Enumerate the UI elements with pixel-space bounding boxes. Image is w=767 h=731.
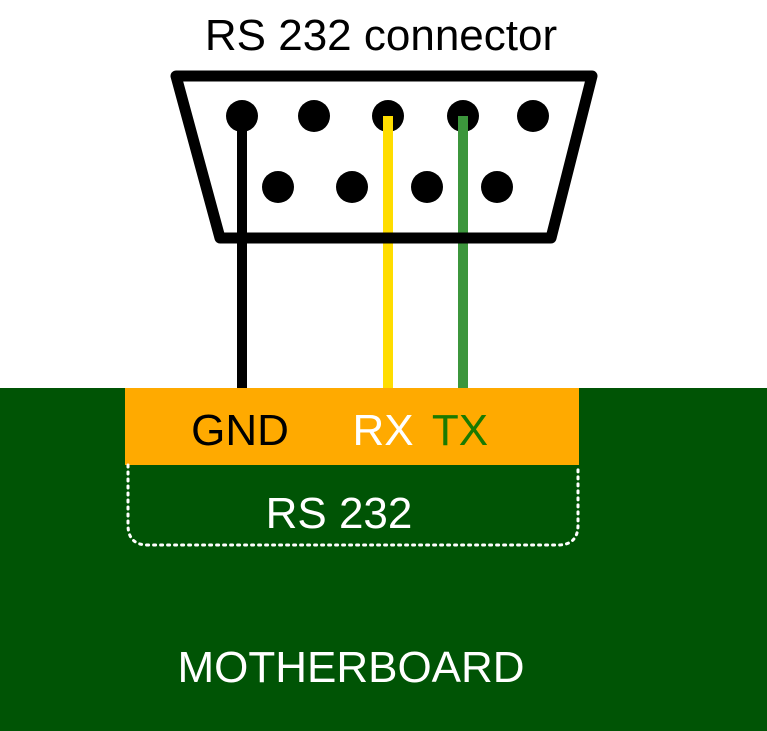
connector-pin [226,100,258,132]
connector-pin [517,100,549,132]
connector-pin [298,100,330,132]
rs232-header-name: RS 232 [266,489,413,538]
gnd-label: GND [191,406,289,455]
connector-pin [336,171,368,203]
connector-pin [262,171,294,203]
connector-pin [481,171,513,203]
rx-label: RX [352,406,413,455]
connector-title: RS 232 connector [205,11,557,60]
rs232-header [125,388,579,465]
motherboard-label: MOTHERBOARD [177,643,524,692]
connector-pin [411,171,443,203]
db9-connector-body [170,70,598,244]
rs232-header-outline [126,463,580,547]
tx-label: TX [432,406,488,455]
